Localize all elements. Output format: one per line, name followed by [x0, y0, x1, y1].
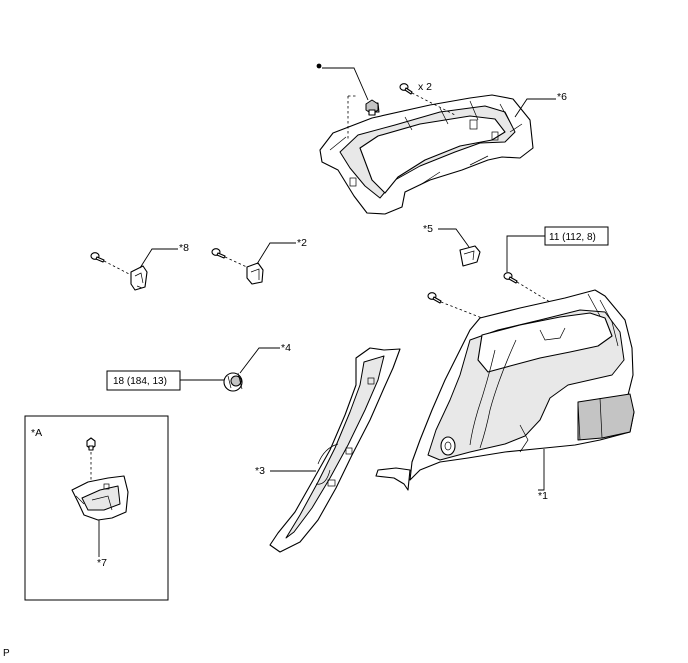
- clip-icon: [86, 437, 96, 451]
- callout-1: *1: [538, 490, 548, 502]
- clip-icon: [365, 99, 379, 116]
- callout-2: *2: [297, 237, 307, 249]
- screw-icon: [90, 252, 105, 263]
- bullet-icon: [316, 63, 322, 69]
- pillar-trim-3: *3: [255, 347, 401, 553]
- torque-label-1: 11 (112, 8): [549, 232, 596, 243]
- figure-code: P: [3, 648, 10, 658]
- callout-6: *6: [557, 91, 567, 103]
- bracket-8: *8: [90, 242, 189, 291]
- bracket-2: *2: [211, 237, 307, 285]
- quarter-trim-panel: *1: [375, 289, 635, 502]
- torque-spec-11: 11 (112, 8): [503, 226, 609, 303]
- callout-5: *5: [423, 223, 433, 235]
- callout-8: *8: [179, 242, 189, 254]
- callout-7: *7: [97, 557, 107, 569]
- clip-pin: [316, 63, 379, 140]
- detail-view-a: *A *7: [24, 415, 169, 601]
- torque-label-2: 18 (184, 13): [113, 376, 167, 387]
- detail-label-a: *A: [31, 427, 42, 439]
- callout-4: *4: [281, 342, 291, 354]
- clip-5: *5: [423, 223, 481, 267]
- bolt-icon: [503, 272, 518, 284]
- torque-spec-18: 18 (184, 13): [106, 370, 224, 391]
- screw-icon: [211, 248, 226, 259]
- screw-icon: [399, 83, 413, 95]
- part-4: *4: [223, 342, 291, 392]
- screw-near-1: [427, 292, 483, 319]
- callout-3: *3: [255, 465, 265, 477]
- quantity-label: x 2: [418, 81, 432, 93]
- upper-trim-panel: [319, 94, 534, 215]
- part-7: [71, 475, 129, 521]
- screw-icon: [427, 292, 442, 304]
- screw-x2: x 2: [399, 81, 456, 116]
